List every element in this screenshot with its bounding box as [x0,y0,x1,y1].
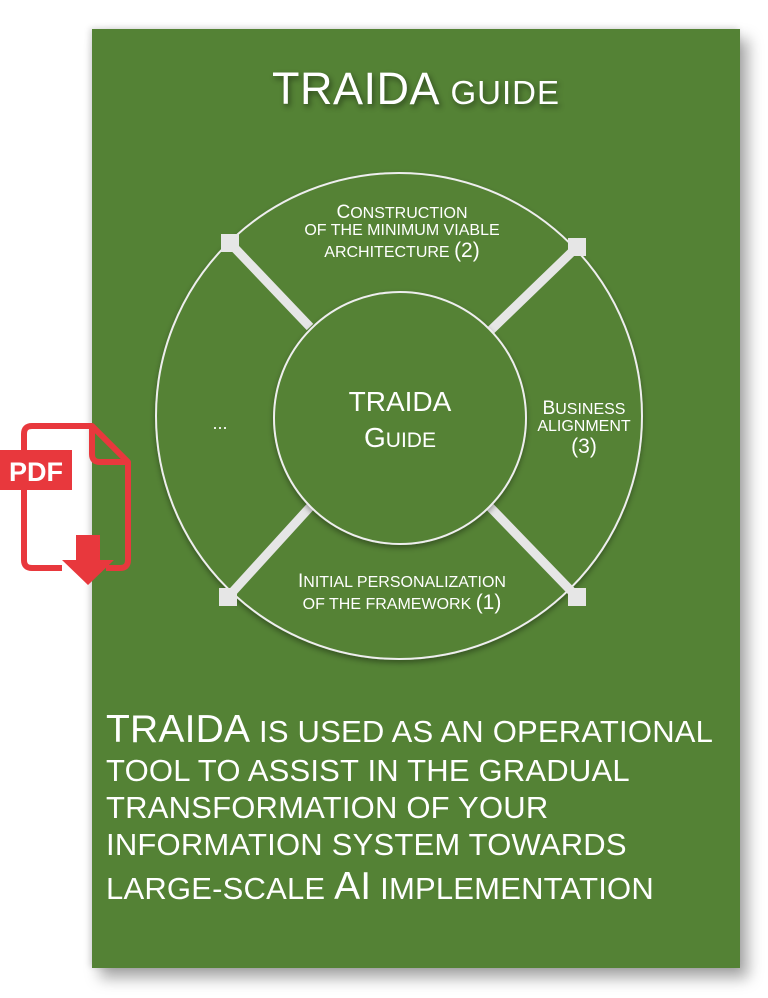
diagram-spokes [224,239,581,601]
segment-top-label: CONSTRUCTION OF THE MINIMUM VIABLE ARCHI… [304,202,500,262]
center-label: TRAIDA GUIDE [348,386,452,454]
guide-card: TRAIDA GUIDE CONSTRUCTION OF THE [92,29,740,968]
page-title: TRAIDA GUIDE [271,63,561,114]
diagram-nodes [219,234,586,606]
segment-right-label: BUSINESS ALIGNMENT (3) [537,398,631,458]
description-text: TRAIDA IS USED AS AN OPERATIONAL TOOL TO… [106,708,714,909]
pdf-download-icon[interactable]: PDF [0,420,140,590]
svg-text:PDF: PDF [9,457,63,487]
traida-cycle-diagram [155,172,643,660]
segment-left-label: ... [212,413,228,433]
segment-bottom-label: INITIAL PERSONALIZATION OF THE FRAMEWORK… [298,571,506,614]
inner-circle [273,291,527,545]
